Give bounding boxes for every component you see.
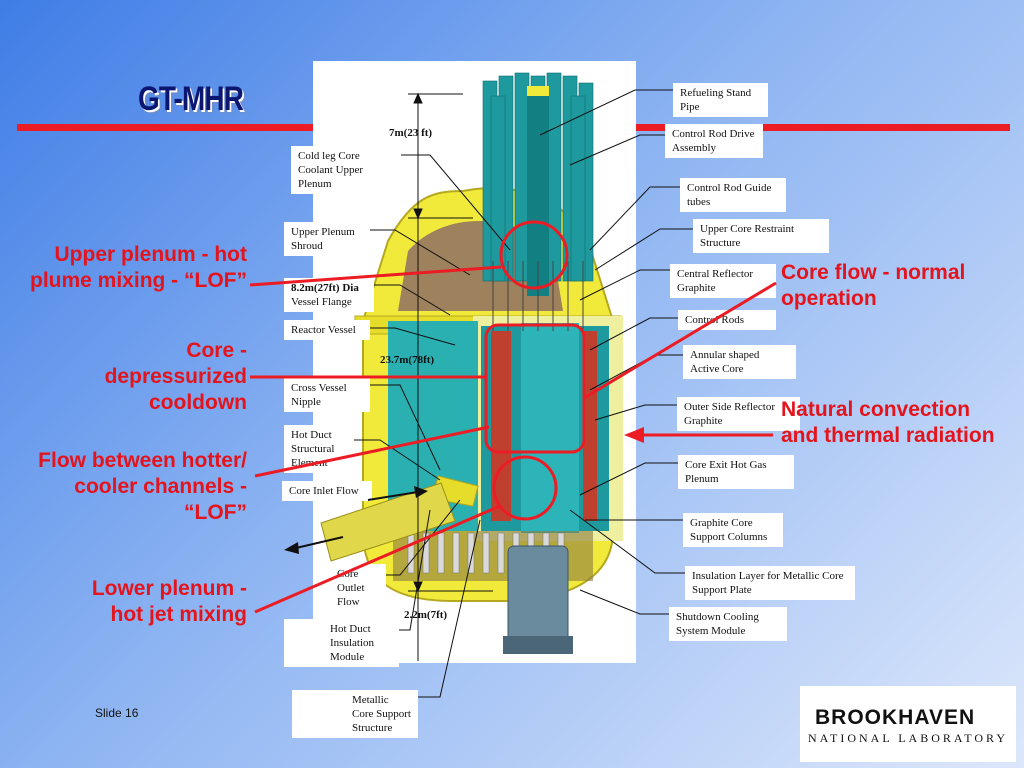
note-natural-convection: Natural convection and thermal radiation xyxy=(781,398,995,447)
natural-convection-arrowhead xyxy=(624,427,644,443)
hot-duct xyxy=(320,482,456,562)
label-exit-plenum: Core Exit Hot Gas Plenum xyxy=(678,455,794,489)
label-cr-guide: Control Rod Guide tubes xyxy=(680,178,786,212)
core-outlet-arrowhead xyxy=(284,542,299,554)
slide-title: GT-MHR xyxy=(138,80,244,118)
label-annular-core: Annular shaped Active Core xyxy=(683,345,796,379)
label-cold-leg: Cold leg Core Coolant Upper Plenum xyxy=(291,146,401,194)
label-hot-duct-insulation: Hot Duct Insulation Module xyxy=(284,619,399,667)
label-crd-assembly: Control Rod Drive Assembly xyxy=(665,124,763,158)
brookhaven-logo: BROOKHAVEN xyxy=(815,706,976,729)
dimension-lines xyxy=(408,92,493,661)
label-shutdown-cooling: Shutdown Cooling System Module xyxy=(669,607,787,641)
slide-number: Slide 16 xyxy=(95,706,139,720)
title-underline-right xyxy=(636,124,1010,131)
note-pointer-lines xyxy=(249,265,777,614)
reactor-illustration xyxy=(320,72,623,661)
label-vessel-flange: Vessel Flange xyxy=(291,296,352,308)
label-reactor-vessel: Reactor Vessel xyxy=(284,320,370,340)
shutdown-cooling-base xyxy=(503,636,573,654)
core-inlet-arrowhead xyxy=(414,486,428,498)
label-metallic-support: Metallic Core Support Structure xyxy=(292,690,418,738)
label-core-outlet: Core Outlet Flow xyxy=(330,564,386,612)
label-insulation-layer: Insulation Layer for Metallic Core Suppo… xyxy=(685,566,855,600)
flow-arrows xyxy=(295,491,419,549)
note-core-flow: Core flow - normal operation xyxy=(781,261,966,310)
label-hot-duct-element: Hot Duct Structural Element xyxy=(284,425,354,473)
label-support-columns: Graphite Core Support Columns xyxy=(683,513,783,547)
label-upper-restraint: Upper Core Restraint Structure xyxy=(693,219,829,253)
highlight-shapes xyxy=(484,220,586,521)
dim-top-height: 7m(23 ft) xyxy=(389,127,433,139)
label-cross-nipple: Cross Vessel Nipple xyxy=(284,378,370,412)
note-flow-between: Flow between hotter/ cooler channels - “… xyxy=(38,449,247,524)
active-core-right xyxy=(583,331,597,521)
central-reflector xyxy=(521,323,579,533)
note-lower-plenum: Lower plenum - hot jet mixing xyxy=(91,577,247,626)
label-core-inlet: Core Inlet Flow xyxy=(282,481,372,501)
leader-lines xyxy=(354,89,693,698)
label-vessel-flange-block: 8.2m(27ft) Dia Vessel Flange xyxy=(284,278,374,312)
note-core-depressurized: Core - depressurized cooldown xyxy=(104,339,247,414)
dim-dia: 8.2m(27ft) Dia xyxy=(291,282,359,294)
logo-panel xyxy=(800,686,1016,762)
note-upper-plenum: Upper plenum - hot plume mixing - “LOF” xyxy=(30,243,248,292)
dim-bottom: 2.2m(7ft) xyxy=(404,609,448,621)
logo-subtitle: NATIONAL LABORATORY xyxy=(808,731,1009,745)
standpipe-cap xyxy=(527,86,549,96)
label-plenum-shroud: Upper Plenum Shroud xyxy=(284,222,370,256)
control-rod-guides xyxy=(492,261,584,331)
title-underline-left xyxy=(17,124,313,131)
label-refueling: Refueling Stand Pipe xyxy=(673,83,768,117)
refueling-stand-pipe xyxy=(527,86,549,296)
label-outer-reflector: Outer Side Reflector Graphite xyxy=(677,397,800,431)
dim-height: 23.7m(78ft) xyxy=(380,354,435,366)
